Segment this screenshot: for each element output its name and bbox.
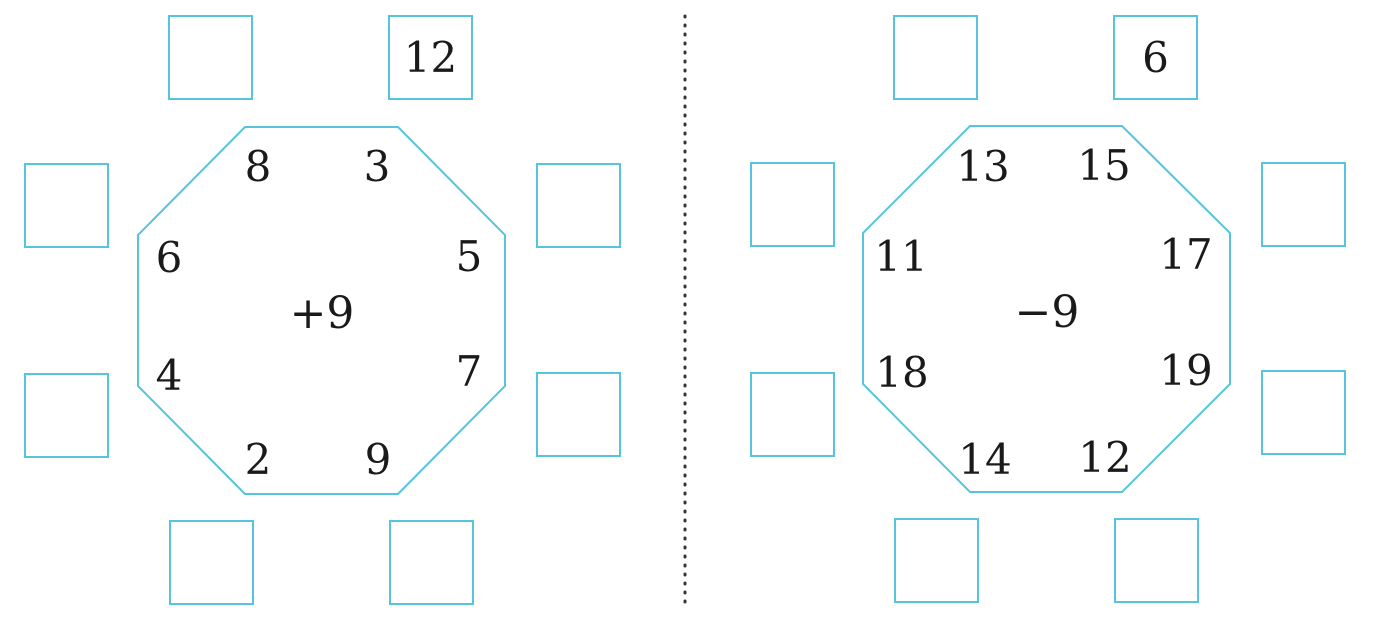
right-answer-box[interactable] (750, 372, 835, 457)
right-answer-box[interactable] (1261, 162, 1346, 247)
right-inner-number: 12 (1078, 433, 1131, 482)
left-answer-box[interactable] (24, 163, 109, 248)
right-answer-box: 6 (1113, 15, 1198, 100)
right-octagon (862, 125, 1231, 493)
left-inner-number: 8 (245, 142, 272, 191)
svg-text:12: 12 (404, 33, 457, 82)
right-answer-box[interactable] (894, 518, 979, 603)
left-inner-number: 9 (365, 435, 392, 484)
right-answer-box[interactable] (750, 162, 835, 247)
right-inner-number: 18 (875, 348, 928, 397)
left-answer-box[interactable] (389, 520, 474, 605)
left-answer-box[interactable] (168, 15, 253, 100)
right-inner-number: 11 (874, 232, 927, 281)
left-answer-box: 12 (388, 15, 473, 100)
left-inner-number: 3 (364, 142, 391, 191)
left-answer-box[interactable] (24, 373, 109, 458)
right-inner-number: 14 (958, 435, 1011, 484)
left-operation: +9 (290, 288, 355, 339)
left-answer-box[interactable] (169, 520, 254, 605)
left-answer-box[interactable] (536, 163, 621, 248)
left-octagon (137, 126, 506, 495)
right-inner-number: 17 (1159, 230, 1212, 279)
right-inner-number: 13 (956, 142, 1009, 191)
right-operation: −9 (1015, 287, 1080, 338)
left-inner-number: 7 (456, 347, 483, 396)
left-inner-number: 5 (456, 232, 483, 281)
right-answer-box[interactable] (1261, 370, 1346, 455)
left-inner-number: 6 (156, 233, 183, 282)
svg-text:6: 6 (1142, 33, 1169, 82)
right-inner-number: 19 (1159, 346, 1212, 395)
left-answer-box[interactable] (536, 372, 621, 457)
right-answer-box[interactable] (893, 15, 978, 100)
right-puzzle: −9 13 15 17 19 12 14 18 11 6 (750, 15, 1346, 603)
right-answer-box[interactable] (1114, 518, 1199, 603)
left-inner-number: 2 (245, 435, 272, 484)
right-inner-number: 15 (1077, 141, 1130, 190)
left-puzzle: +9 8 3 5 7 9 2 4 6 12 (24, 15, 621, 605)
left-inner-number: 4 (156, 351, 183, 400)
